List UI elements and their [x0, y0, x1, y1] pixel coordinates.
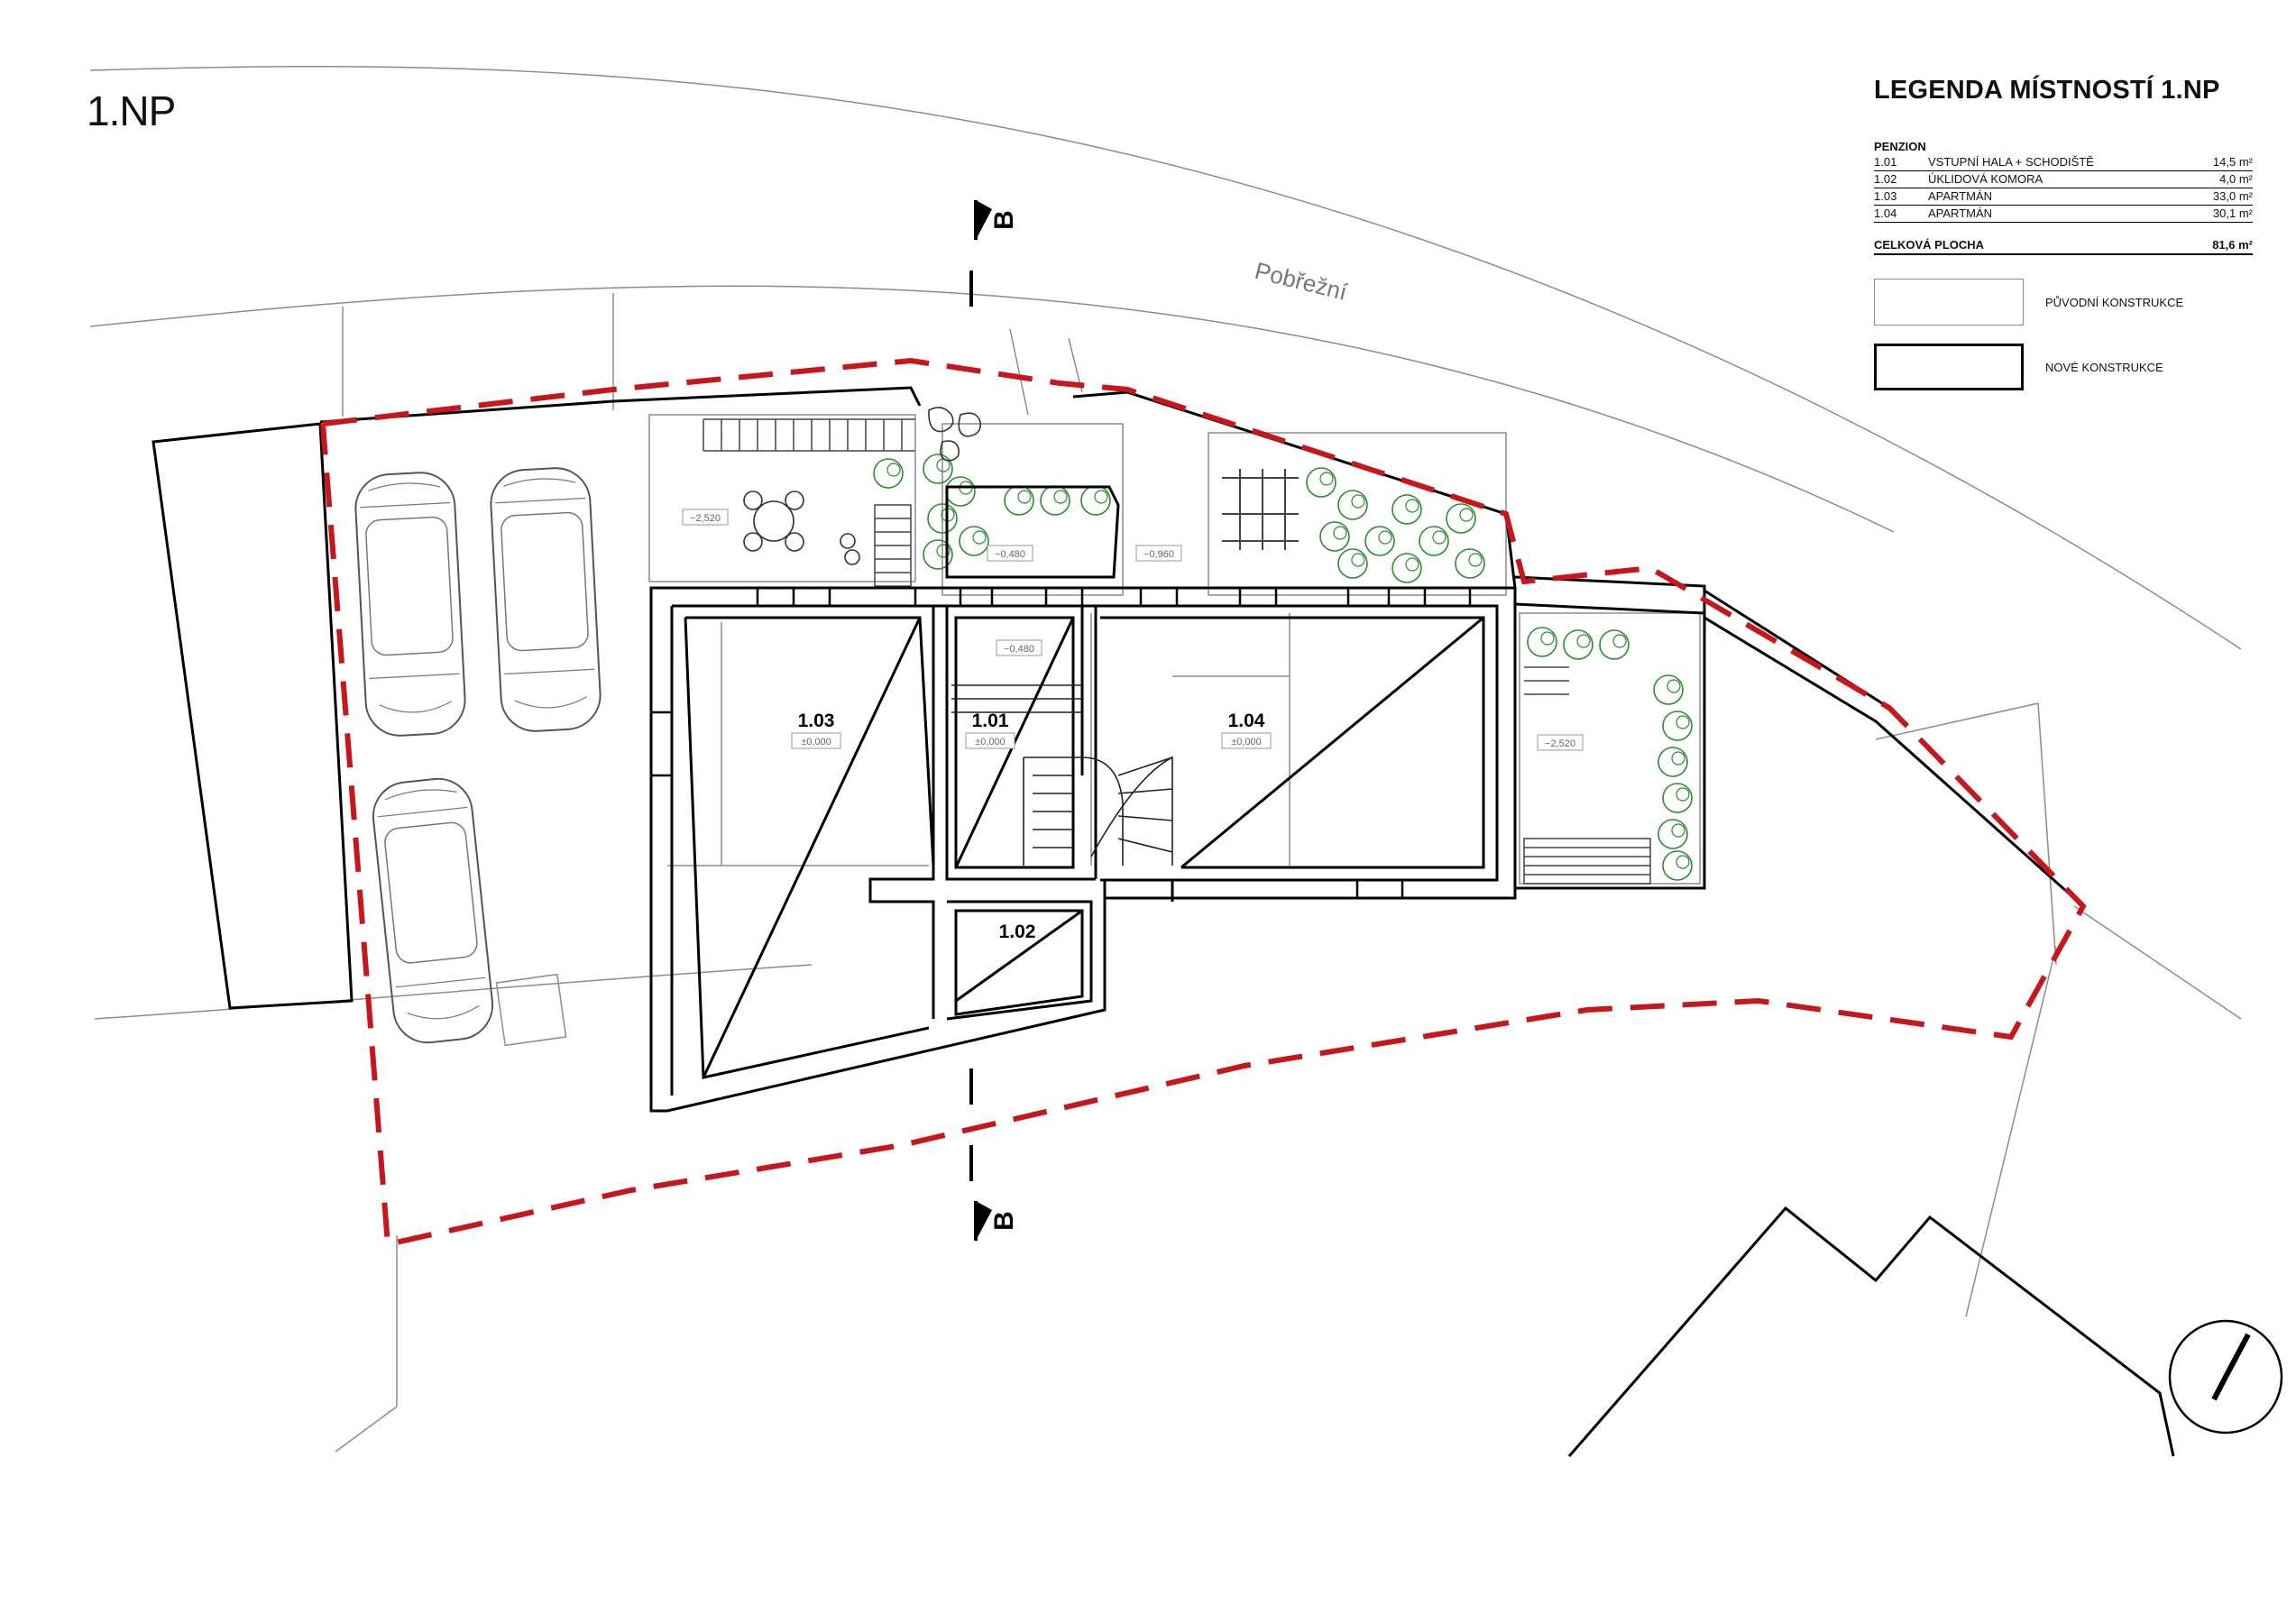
level-tags: −2,520 −0,480 −0,480 −0,960 −2,520	[682, 509, 1584, 751]
room-103-number: 1.03	[798, 711, 835, 731]
street-name: Pobřežní	[1253, 257, 1351, 306]
legend-total: CELKOVÁ PLOCHA 81,6 m²	[1874, 237, 2253, 255]
key-original-label: PŮVODNÍ KONSTRUKCE	[2045, 295, 2184, 309]
plot-boundary	[320, 357, 2087, 1248]
level-garden-mid: −0,480	[995, 549, 1025, 560]
interior-stair	[951, 684, 1173, 866]
section-arrow-top: B	[974, 200, 1019, 240]
total-label: CELKOVÁ PLOCHA	[1874, 238, 1985, 252]
room-name: APARTMÁN	[1928, 188, 2190, 206]
legend-room-table: 1.01 VSTUPNÍ HALA + SCHODIŠTĚ 14,5 m² 1.…	[1874, 154, 2253, 223]
key-original: PŮVODNÍ KONSTRUKCE	[1874, 279, 2253, 326]
garden-furniture	[743, 407, 1299, 565]
room-102-number: 1.02	[999, 922, 1036, 942]
original-construction-swatch	[1874, 279, 2024, 326]
legend-row: 1.02 ÚKLIDOVÁ KOMORA 4,0 m²	[1874, 170, 2253, 188]
room-legend: LEGENDA MÍSTNOSTÍ 1.NP PENZION 1.01 VSTU…	[1874, 76, 2253, 390]
room-104-level: ±0,000	[1231, 737, 1262, 747]
total-area: 81,6 m²	[2212, 238, 2253, 252]
parked-cars	[353, 465, 603, 1047]
level-terrace-left: −2,520	[690, 513, 721, 524]
level-path-right: −0,960	[1143, 549, 1174, 560]
room-number: 1.02	[1874, 170, 1928, 188]
room-area: 30,1 m²	[2190, 205, 2253, 223]
room-101-number: 1.01	[972, 711, 1009, 731]
legend-title: LEGENDA MÍSTNOSTÍ 1.NP	[1874, 76, 2220, 105]
key-new-label: NOVÉ KONSTRUKCE	[2045, 360, 2163, 374]
north-arrow-icon	[2168, 1319, 2283, 1435]
key-new: NOVÉ KONSTRUKCE	[1874, 344, 2253, 390]
room-name: APARTMÁN	[1928, 205, 2190, 223]
room-area: 33,0 m²	[2190, 188, 2253, 206]
level-terrace-right: −2,520	[1545, 738, 1575, 749]
level-entry: −0,480	[1004, 644, 1034, 655]
room-number: 1.01	[1874, 154, 1928, 171]
legend-row: 1.03 APARTMÁN 33,0 m²	[1874, 188, 2253, 206]
legend-row: 1.01 VSTUPNÍ HALA + SCHODIŠTĚ 14,5 m²	[1874, 154, 2253, 171]
room-number: 1.03	[1874, 188, 1928, 206]
room-104-number: 1.04	[1228, 711, 1265, 731]
section-arrow-bottom: B	[974, 1201, 1019, 1241]
legend-row: 1.04 APARTMÁN 30,1 m²	[1874, 205, 2253, 223]
context-lines	[89, 66, 2242, 1453]
room-number: 1.04	[1874, 205, 1928, 223]
section-mark-top: B	[989, 210, 1019, 230]
section-mark-bottom: B	[989, 1211, 1019, 1231]
room-name: VSTUPNÍ HALA + SCHODIŠTĚ	[1928, 154, 2190, 171]
legend-section: PENZION	[1874, 140, 1926, 153]
room-area: 4,0 m²	[2190, 170, 2253, 188]
sheet-title: 1.NP	[87, 87, 176, 134]
room-101-level: ±0,000	[975, 737, 1006, 747]
room-area: 14,5 m²	[2190, 154, 2253, 171]
new-construction-swatch	[1874, 344, 2024, 390]
new-construction-walls	[152, 386, 2175, 1457]
room-labels: 1.03 ±0,000 1.01 ±0,000 1.04 ±0,000 1.02	[791, 711, 1272, 942]
room-name: ÚKLIDOVÁ KOMORA	[1928, 170, 2190, 188]
room-103-level: ±0,000	[801, 737, 831, 747]
